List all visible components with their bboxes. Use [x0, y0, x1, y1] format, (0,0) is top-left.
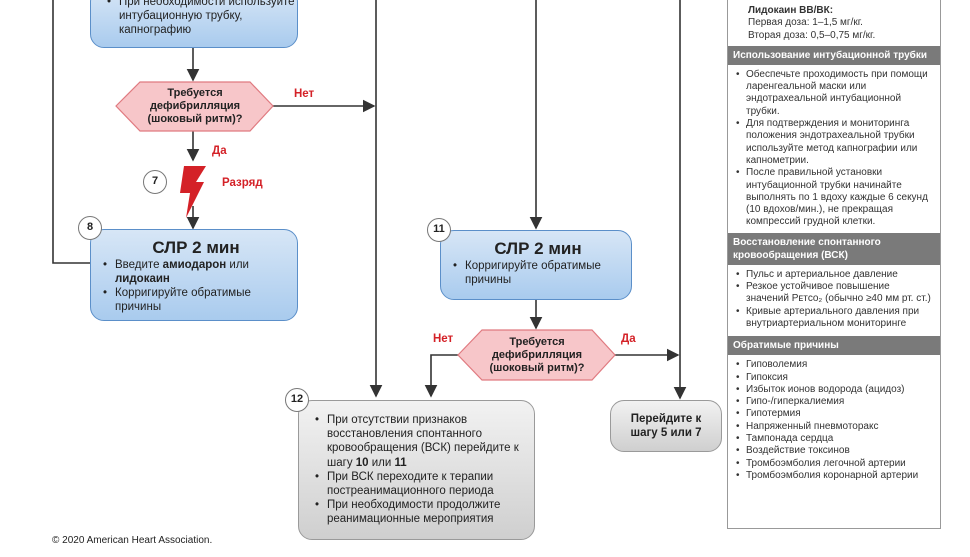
- decision2-yes-label: Да: [621, 333, 636, 345]
- causes-header: Обратимые причины: [728, 336, 940, 356]
- side-panel: Лидокаин ВВ/ВК: Первая доза: 1–1,5 мг/кг…: [727, 0, 941, 529]
- cause-item: Гипоксия: [734, 372, 934, 385]
- cause-item: Напряженный пневмоторакс: [734, 421, 934, 434]
- lidocaine-title: Лидокаин ВВ/ВК:: [748, 5, 834, 16]
- step-7-number: 7: [143, 170, 167, 194]
- cause-item: Воздействие токсинов: [734, 445, 934, 458]
- copyright: © 2020 American Heart Association.: [52, 535, 213, 546]
- step-8-bullet-drugs: Введите амиодарон или лидокаин: [101, 258, 291, 286]
- rosc-item: Кривые артериального давления при внутри…: [734, 306, 934, 331]
- rosc-item: Пульс и артериальное давление: [734, 269, 934, 282]
- decision2-shape: [457, 329, 616, 381]
- loop-line-left: [52, 0, 90, 264]
- decision2-text: Требуется дефибрилляция (шоковый ритм)?: [489, 336, 585, 374]
- decision1-yes-label: Да: [212, 145, 227, 157]
- goto-step-text: Перейдите к шагу 5 или 7: [630, 413, 702, 439]
- decision1-shape: [115, 81, 274, 132]
- lidocaine-first-dose: Первая доза: 1–1,5 мг/кг.: [748, 17, 863, 29]
- cause-item: Гиповолемия: [734, 359, 934, 372]
- step-11-bullet: Корригируйте обратимые причины: [451, 259, 625, 287]
- lightning-bolt-icon: [180, 166, 206, 218]
- rosc-header: Восстановление спонтанного кровообращени…: [728, 232, 940, 265]
- cause-item: Гипотермия: [734, 408, 934, 421]
- step-box-top: При необходимости используйте интубацион…: [90, 0, 298, 48]
- step-8-bullet-causes: Корригируйте обратимые причины: [101, 286, 291, 314]
- decision1-no-label: Нет: [294, 88, 315, 100]
- step-8-number: 8: [78, 216, 102, 240]
- cause-item: Избыток ионов водорода (ацидоз): [734, 384, 934, 397]
- goto-step-box: Перейдите к шагу 5 или 7: [610, 400, 722, 452]
- top-bullet: При необходимости используйте интубацион…: [105, 0, 297, 37]
- cause-item: Тромбоэмболия легочной артерии: [734, 458, 934, 471]
- cause-item: Гипо-/гиперкалиемия: [734, 396, 934, 409]
- step-11-number: 11: [427, 218, 451, 242]
- step-8-title: СЛР 2 мин: [152, 238, 240, 257]
- step-8-box: СЛР 2 мин Введите амиодарон или лидокаин…: [90, 229, 298, 321]
- arrow-decision2-no: [424, 354, 458, 398]
- step-12-bullet-rosc: При ВСК переходите к терапии постреанима…: [313, 470, 528, 498]
- decision1-text: Требуется дефибрилляция (шоковый ритм)?: [147, 87, 243, 125]
- step-12-bullet-continue: При необходимости продолжите реанимацион…: [313, 498, 528, 526]
- intubation-item: Обеспечьте проходимость при помощи ларен…: [734, 69, 934, 118]
- step-11-title: СЛР 2 мин: [494, 239, 582, 258]
- intubation-header: Использование интубационной трубки: [728, 45, 940, 65]
- lidocaine-section: Лидокаин ВВ/ВК: Первая доза: 1–1,5 мг/кг…: [728, 0, 940, 46]
- cause-item: Тампонада сердца: [734, 433, 934, 446]
- lidocaine-second-dose: Вторая доза: 0,5–0,75 мг/кг.: [748, 29, 876, 41]
- cause-item: Тромбоэмболия коронарной артерии: [734, 470, 934, 483]
- shock-label: Разряд: [222, 177, 263, 189]
- decision2-no-label: Нет: [433, 333, 454, 345]
- step-11-box: СЛР 2 мин Корригируйте обратимые причины: [440, 230, 632, 300]
- step-12-box: При отсутствии признаков восстановления …: [298, 400, 535, 540]
- intubation-item: Для подтверждения и мониторинга положени…: [734, 118, 934, 167]
- step-12-bullet-no-rosc: При отсутствии признаков восстановления …: [313, 413, 528, 470]
- intubation-item: После правильной установки интубационной…: [734, 167, 934, 228]
- step-12-number: 12: [285, 388, 309, 412]
- rosc-item: Резкое устойчивое повышение значений Pᴇᴛ…: [734, 281, 934, 306]
